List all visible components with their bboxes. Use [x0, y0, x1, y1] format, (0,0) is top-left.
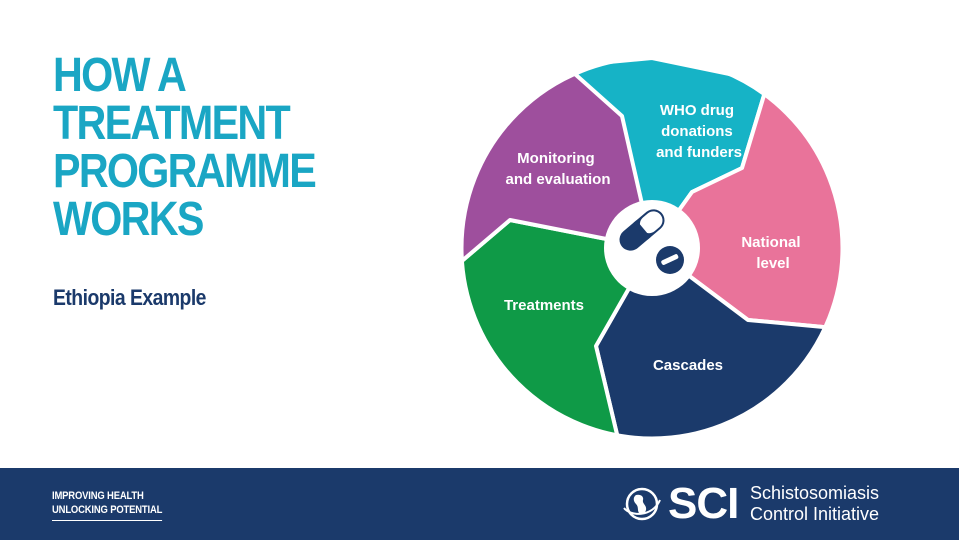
- tagline-line: IMPROVING HEALTH: [52, 490, 144, 502]
- label-national: National level: [741, 234, 804, 272]
- label-line: Monitoring: [517, 150, 594, 167]
- title-line: PROGRAMME: [53, 145, 317, 198]
- label-line: National: [741, 234, 800, 251]
- title-line: TREATMENT: [53, 97, 291, 150]
- pills-icon: [619, 209, 684, 274]
- label-line: level: [756, 255, 789, 272]
- logo-name-line: Control Initiative: [750, 504, 880, 524]
- center-hub: [604, 200, 700, 296]
- globe-icon: [623, 487, 661, 521]
- sci-logo: SCI Schistosomiasis Control Initiative: [622, 480, 922, 528]
- slide-subtitle: Ethiopia Example: [53, 285, 206, 310]
- label-treatments: Treatments: [504, 297, 584, 314]
- label-cascades: Cascades: [653, 357, 723, 374]
- label-line: and funders: [656, 144, 742, 161]
- label-line: Treatments: [504, 297, 584, 314]
- label-line: WHO drug: [660, 102, 734, 119]
- logo-name: Schistosomiasis Control Initiative: [750, 483, 879, 525]
- label-line: and evaluation: [505, 171, 610, 188]
- label-line: Cascades: [653, 357, 723, 374]
- footer-bar: IMPROVING HEALTH UNLOCKING POTENTIAL SCI…: [0, 468, 959, 540]
- logo-mark: SCI: [668, 479, 739, 528]
- logo-name-line: Schistosomiasis: [750, 483, 880, 503]
- title-line: HOW A: [53, 49, 187, 102]
- wheel-rim: [460, 56, 844, 440]
- title-line: WORKS: [53, 193, 204, 246]
- tagline-line: UNLOCKING POTENTIAL: [52, 504, 163, 516]
- programme-cycle-diagram: WHO drug donations and funders National …: [460, 56, 844, 440]
- label-who: WHO drug donations and funders: [656, 102, 742, 161]
- footer-tagline: IMPROVING HEALTH UNLOCKING POTENTIAL: [52, 489, 162, 521]
- slide-title: HOW A TREATMENT PROGRAMME WORKS: [53, 49, 317, 246]
- label-monitoring: Monitoring and evaluation: [505, 150, 610, 188]
- label-line: donations: [661, 123, 733, 140]
